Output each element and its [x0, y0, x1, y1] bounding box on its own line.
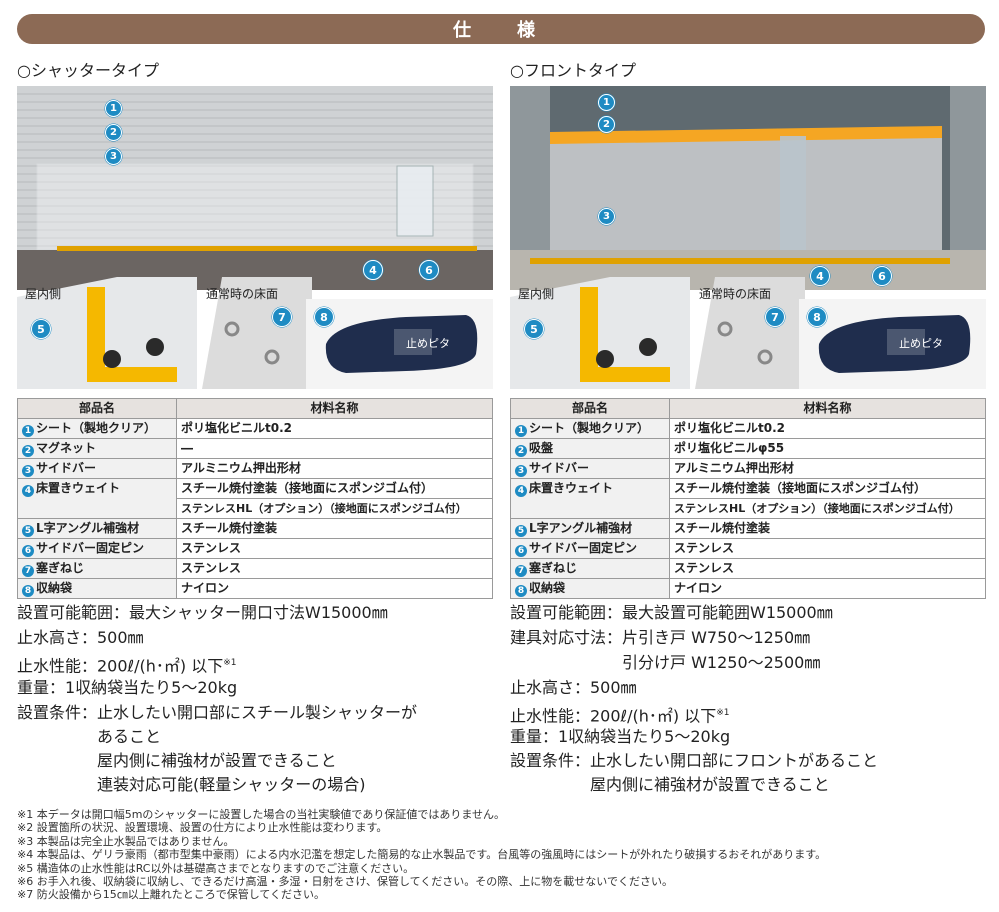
spec-line: 止水高さ：500㎜ [510, 678, 637, 697]
footnote: ※5 構造体の止水性能はRC以外は基礎高さまでとなりますのでご注意ください。 [17, 861, 415, 875]
indoor-side-photo: 屋内側 5 [17, 277, 197, 389]
shutter-illustration [17, 86, 493, 290]
spec-line: 設置条件：止水したい開口部にスチール製シャッターが [17, 703, 418, 722]
callout-1: 1 [105, 100, 122, 117]
bag-logo-text: 止めピタ [406, 337, 450, 350]
spec-line: 設置可能範囲：最大シャッター開口寸法W15000㎜ [17, 603, 388, 622]
callout-3: 3 [598, 208, 615, 225]
shutter-type-heading: ○シャッタータイプ [17, 61, 159, 80]
floor-label: 通常時の床面 [206, 287, 279, 301]
table-row: ステンレスHL（オプション）（接地面にスポンジゴム付） [511, 498, 986, 519]
spec-line: 屋内側に補強材が設置できること [510, 775, 830, 794]
callout-2: 2 [105, 124, 122, 141]
callout-8: 8 [807, 307, 827, 327]
footnote: ※4 本製品は、ゲリラ豪雨（都市型集中豪雨）による内水氾濫を想定した簡易的な止水… [17, 848, 827, 862]
callout-4: 4 [810, 266, 830, 286]
callout-5: 5 [524, 319, 544, 339]
spec-line: 設置条件：止水したい開口部にフロントがあること [510, 751, 879, 770]
spec-line: 設置可能範囲：最大設置可能範囲W15000㎜ [510, 603, 833, 622]
col-material: 材料名称 [669, 398, 986, 419]
callout-6: 6 [872, 266, 892, 286]
front-photo: 1 2 3 4 6 [510, 86, 986, 290]
floor-photo: 通常時の床面 7 [202, 277, 312, 389]
spec-line: 引分け戸 W1250～2500㎜ [510, 653, 821, 672]
footnote: ※3 本製品は完全止水製品ではありません。 [17, 834, 235, 848]
shutter-photo: 1 2 3 4 6 [17, 86, 493, 290]
spec-line: 重量：1収納袋当たり5～20kg [510, 727, 731, 746]
floor-photo: 通常時の床面 7 [695, 277, 805, 389]
floor-label: 通常時の床面 [699, 287, 772, 301]
indoor-side-label: 屋内側 [25, 287, 62, 301]
footnote: ※1 本データは開口幅5mのシャッターに設置した場合の当社実験値であり保証値では… [17, 808, 505, 821]
front-type-heading: ○フロントタイプ [510, 61, 636, 80]
callout-8: 8 [314, 307, 334, 327]
shutter-type-column: ○シャッタータイプ 1 2 3 4 6 [17, 0, 501, 800]
spec-line: 止水性能：200ℓ/(h･㎡) 以下※1 [510, 706, 730, 726]
spec-line: あること [17, 727, 162, 746]
callout-6: 6 [419, 260, 439, 280]
callout-5: 5 [31, 319, 51, 339]
footnote: ※7 防火設備から15㎝以上離れたところで保管してください。 [17, 888, 326, 902]
indoor-side-photo: 屋内側 5 [510, 277, 690, 389]
spec-line: 屋内側に補強材が設置できること [17, 751, 337, 770]
front-illustration [510, 86, 986, 290]
bag-logo-text: 止めピタ [899, 337, 943, 350]
spec-line: 止水性能：200ℓ/(h･㎡) 以下※1 [17, 656, 237, 676]
spec-line: 連装対応可能(軽量シャッターの場合) [17, 775, 366, 794]
callout-1: 1 [598, 94, 615, 111]
page-title: 仕 様 [17, 14, 985, 44]
storage-bag-photo: 止めピタ 8 [306, 299, 493, 389]
col-part-name: 部品名 [17, 398, 177, 419]
callout-7: 7 [272, 307, 292, 327]
callout-2: 2 [598, 116, 615, 133]
callout-3: 3 [105, 148, 122, 165]
spec-line: 建具対応寸法：片引き戸 W750～1250㎜ [510, 628, 811, 647]
col-material: 材料名称 [176, 398, 493, 419]
indoor-side-label: 屋内側 [518, 287, 555, 301]
spec-line: 重量：1収納袋当たり5～20kg [17, 678, 238, 697]
footnote: ※6 お手入れ後、収納袋に収納し、できるだけ高温・多湿・日射をさけ、保管してくだ… [17, 875, 673, 889]
col-part-name: 部品名 [510, 398, 670, 419]
front-type-column: ○フロントタイプ 1 2 3 4 6 屋内側 5 [510, 0, 994, 800]
spec-line: 止水高さ：500㎜ [17, 628, 144, 647]
footnote: ※2 設置箇所の状況、設置環境、設置の仕方により止水性能は変わります。 [17, 821, 388, 835]
callout-7: 7 [765, 307, 785, 327]
storage-bag-photo: 止めピタ 8 [799, 299, 986, 389]
callout-4: 4 [363, 260, 383, 280]
footnotes: ※1 本データは開口幅5mのシャッターに設置した場合の当社実験値であり保証値では… [17, 808, 987, 902]
